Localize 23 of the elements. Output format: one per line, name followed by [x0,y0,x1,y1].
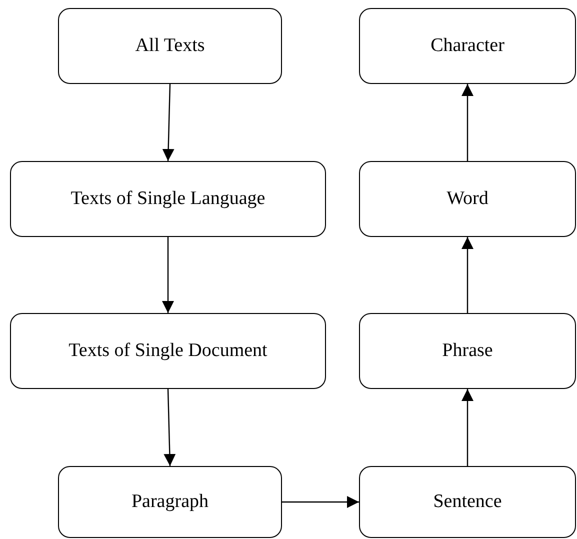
rounded-box [359,313,576,389]
node-label: Paragraph [131,490,209,514]
rounded-box [10,313,326,389]
node-label: All Texts [135,34,205,58]
arrow [282,496,359,508]
node-label: Sentence [433,490,502,514]
rounded-box [359,8,576,84]
node-label: Texts of Single Language [70,187,266,211]
arrow [162,84,174,162]
node-label: Word [446,187,488,211]
arrow [164,388,176,466]
rounded-box [359,161,576,237]
node-label: Phrase [442,339,493,363]
node-label: Character [430,34,504,58]
rounded-box [58,466,282,538]
rounded-box [58,8,282,84]
rounded-box [359,466,576,538]
arrow [462,389,474,466]
arrow [462,84,474,161]
rounded-box [10,161,326,237]
node-label: Texts of Single Document [68,339,268,363]
arrow [462,237,474,313]
arrow [162,237,174,313]
